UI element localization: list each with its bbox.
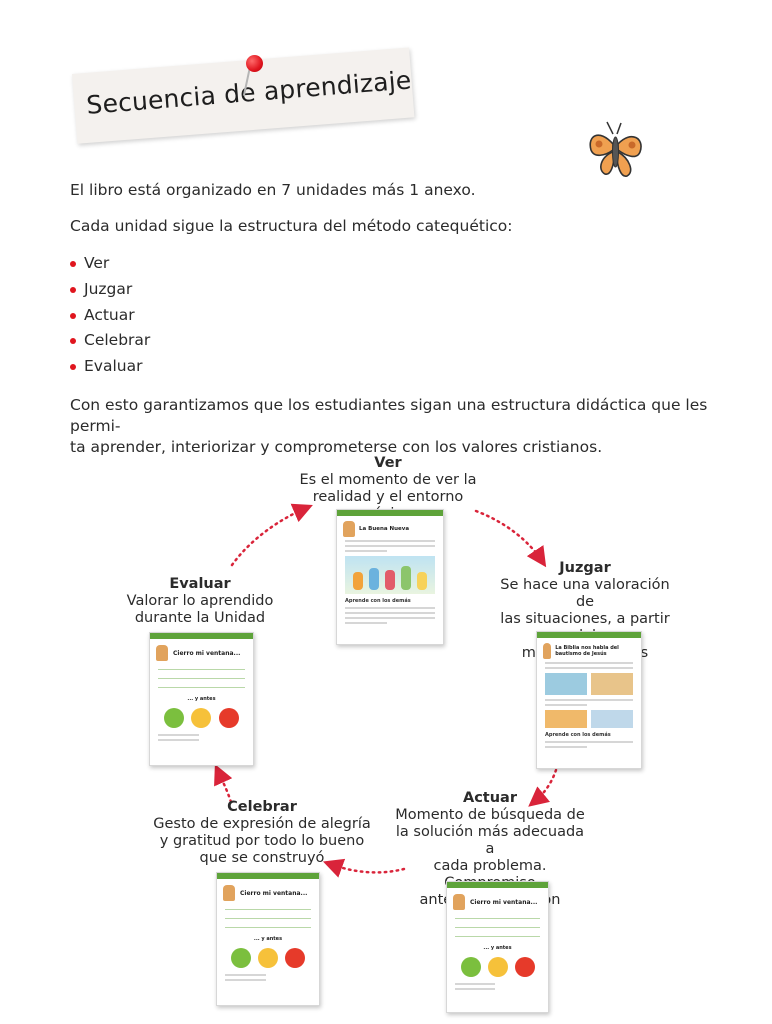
arrow-juzgar-actuar: [528, 768, 558, 807]
paragraph-line: ta aprender, interiorizar y comprometers…: [70, 438, 603, 456]
stage-line: Valorar lo aprendido: [126, 593, 274, 609]
stage-heading: Evaluar: [169, 576, 231, 592]
thumbnail-title: Cierro mi ventana...: [470, 898, 538, 906]
arrow-ver-juzgar: [474, 509, 547, 568]
red-face-icon: [514, 957, 535, 977]
stage-line: Se hace una valoración de: [500, 577, 670, 610]
green-face-icon: [460, 957, 481, 977]
bullet-icon: [70, 364, 76, 371]
bullet-icon: [70, 338, 76, 345]
list-item: Celebrar: [70, 328, 150, 354]
bullet-icon: [70, 312, 76, 319]
list-item: Juzgar: [70, 277, 150, 303]
stage-line: la solución más adecuada a: [395, 824, 585, 857]
summary-paragraph: Con esto garantizamos que los estudiante…: [70, 395, 720, 458]
page-thumbnail-evaluar: Cierro mi ventana... ... y antes: [149, 632, 254, 766]
yellow-face-icon: [257, 948, 278, 968]
bullet-icon: [70, 261, 76, 267]
page-thumbnail-ver: La Buena Nueva Aprende con los demás: [336, 509, 444, 645]
yellow-face-icon: [487, 957, 508, 977]
thumbnail-subtitle: ... y antes: [187, 696, 216, 702]
page-thumbnail-celebrar: Cierro mi ventana... ... y antes: [216, 872, 320, 1006]
stage-line: Gesto de expresión de alegría: [153, 816, 371, 832]
bullet-icon: [70, 286, 76, 293]
character-icon: [156, 645, 168, 661]
stage-heading: Celebrar: [227, 799, 297, 815]
thumbnail-subtitle: Aprende con los demás: [545, 732, 611, 738]
thumbnail-subtitle: ... y antes: [253, 936, 283, 942]
steps-list: Ver Juzgar Actuar Celebrar Evaluar: [70, 251, 150, 380]
arrow-actuar-celebrar: [322, 858, 406, 878]
green-face-icon: [230, 948, 251, 968]
intro-text: El libro está organizado en 7 unidades m…: [70, 181, 476, 199]
thumbnail-title: La Buena Nueva: [359, 526, 410, 532]
list-item: Evaluar: [70, 354, 150, 380]
stage-heading: Juzgar: [559, 560, 611, 576]
thumbnail-title: Cierro mi ventana...: [240, 889, 308, 897]
stage-line: Momento de búsqueda de: [395, 807, 585, 823]
character-icon: [543, 643, 552, 659]
arrow-celebrar-evaluar: [214, 764, 233, 804]
character-icon: [453, 894, 465, 910]
stage-celebrar: Celebrar Gesto de expresión de alegría y…: [150, 799, 374, 867]
thumbnail-title: La Biblia nos habla del bautismo de Jesú…: [555, 645, 619, 657]
paragraph-line: Con esto garantizamos que los estudiante…: [70, 396, 708, 435]
stage-line: durante la Unidad: [134, 610, 266, 626]
red-face-icon: [285, 948, 306, 968]
list-item: Ver: [70, 251, 150, 277]
stage-line: Es el momento de ver la: [299, 472, 477, 488]
stage-line: y gratitud por todo lo bueno: [159, 833, 365, 849]
green-face-icon: [163, 708, 184, 728]
children-illustration: [345, 556, 435, 594]
thumbnail-title: Cierro mi ventana...: [173, 649, 241, 657]
thumbnail-subtitle: Aprende con los demás: [345, 598, 411, 604]
stage-heading: Actuar: [462, 790, 517, 806]
stage-heading: Ver: [374, 455, 402, 471]
list-item: Actuar: [70, 303, 150, 329]
page-thumbnail-actuar: Cierro mi ventana... ... y antes: [446, 881, 549, 1013]
arrow-evaluar-ver: [230, 503, 313, 567]
stage-evaluar: Evaluar Valorar lo aprendido durante la …: [118, 576, 282, 627]
red-face-icon: [219, 708, 240, 728]
page-thumbnail-juzgar: La Biblia nos habla del bautismo de Jesú…: [536, 631, 642, 769]
pin-icon: [246, 55, 263, 72]
yellow-face-icon: [191, 708, 212, 728]
thumbnail-subtitle: ... y antes: [483, 945, 512, 951]
stage-line: que se construyó: [199, 850, 325, 866]
character-icon: [223, 885, 235, 901]
character-icon: [343, 521, 355, 537]
method-intro-text: Cada unidad sigue la estructura del méto…: [70, 217, 513, 235]
butterfly-icon: [589, 121, 642, 177]
